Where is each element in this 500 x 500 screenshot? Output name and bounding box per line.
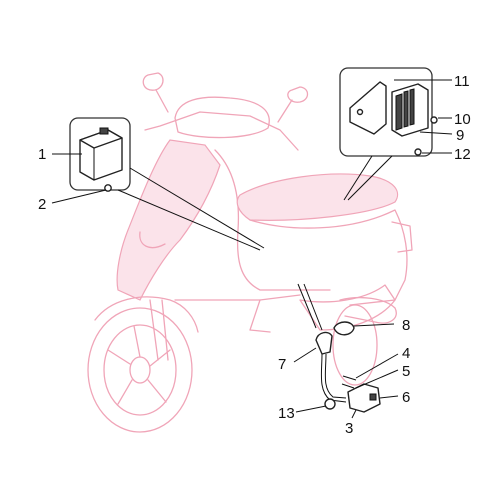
leader-13 xyxy=(295,405,327,413)
leader-7 xyxy=(293,347,317,363)
callout-13: 13 xyxy=(278,405,295,422)
seat xyxy=(236,173,399,221)
leader-2 xyxy=(51,189,107,204)
callout-labels: 1 2 3 4 5 6 7 8 9 10 11 12 13 xyxy=(38,73,471,437)
leader-8 xyxy=(353,323,395,327)
callout-1: 1 xyxy=(38,146,46,163)
leader-9 xyxy=(419,131,453,135)
front-tire-outer xyxy=(87,307,193,433)
regulator-screw-10 xyxy=(430,116,438,124)
callout-12: 12 xyxy=(454,146,471,163)
cdi-connector xyxy=(99,127,109,135)
regulator-fins xyxy=(395,88,415,131)
headset xyxy=(174,96,270,139)
cdi-screw xyxy=(104,184,112,192)
cdi-pointer-line xyxy=(129,167,265,249)
left-mirror xyxy=(142,72,169,113)
regulator-pointer-line xyxy=(343,155,373,201)
center-stand xyxy=(249,299,271,333)
callout-2: 2 xyxy=(38,196,46,213)
regulator-bracket xyxy=(349,81,387,135)
cdi-unit-top xyxy=(79,129,123,149)
coil-terminal xyxy=(369,393,377,401)
regulator-screw-12 xyxy=(414,148,422,156)
rubber-boot xyxy=(333,321,355,336)
spark-plug-cap xyxy=(315,331,333,355)
regulator-pointer-line-2 xyxy=(347,155,393,201)
headlamp xyxy=(139,231,166,249)
front-fender xyxy=(94,296,199,333)
callout-11: 11 xyxy=(454,73,470,90)
front-shield xyxy=(116,139,221,301)
leg-shield xyxy=(214,149,331,291)
hv-pointer-line-2 xyxy=(303,283,323,331)
grommet xyxy=(324,398,336,410)
callout-9: 9 xyxy=(456,127,464,144)
front-spokes xyxy=(107,325,171,405)
leader-5 xyxy=(355,369,399,389)
callout-box-regulator xyxy=(339,67,438,201)
screw-5 xyxy=(341,383,355,389)
leader-4 xyxy=(355,353,399,379)
callout-5: 5 xyxy=(402,363,410,380)
scooter-outline xyxy=(87,72,413,433)
rear-body xyxy=(249,209,408,306)
callout-10: 10 xyxy=(454,111,471,128)
right-mirror xyxy=(277,86,309,123)
rear-tire xyxy=(332,304,378,386)
callout-7: 7 xyxy=(278,356,286,373)
handlebar xyxy=(144,111,299,151)
exhaust xyxy=(339,297,397,324)
label-leaders xyxy=(51,79,453,419)
callout-3: 3 xyxy=(345,420,353,437)
callout-hv-lead xyxy=(297,283,381,413)
leader-6 xyxy=(379,395,399,399)
ht-cable-2 xyxy=(324,353,347,399)
callout-4: 4 xyxy=(402,345,410,362)
bracket-hole xyxy=(356,108,364,116)
rear-lamp xyxy=(391,221,413,253)
callout-8: 8 xyxy=(402,317,410,334)
front-tire-inner xyxy=(103,324,177,416)
leader-3 xyxy=(351,409,357,419)
front-hub xyxy=(129,356,151,384)
floorboard xyxy=(174,294,301,301)
screw-4 xyxy=(342,375,357,381)
ignition-coil xyxy=(347,383,381,413)
hv-pointer-line xyxy=(297,283,317,329)
callout-6: 6 xyxy=(402,389,410,406)
cdi-pointer-line-2 xyxy=(117,189,261,251)
front-fork xyxy=(149,299,169,361)
